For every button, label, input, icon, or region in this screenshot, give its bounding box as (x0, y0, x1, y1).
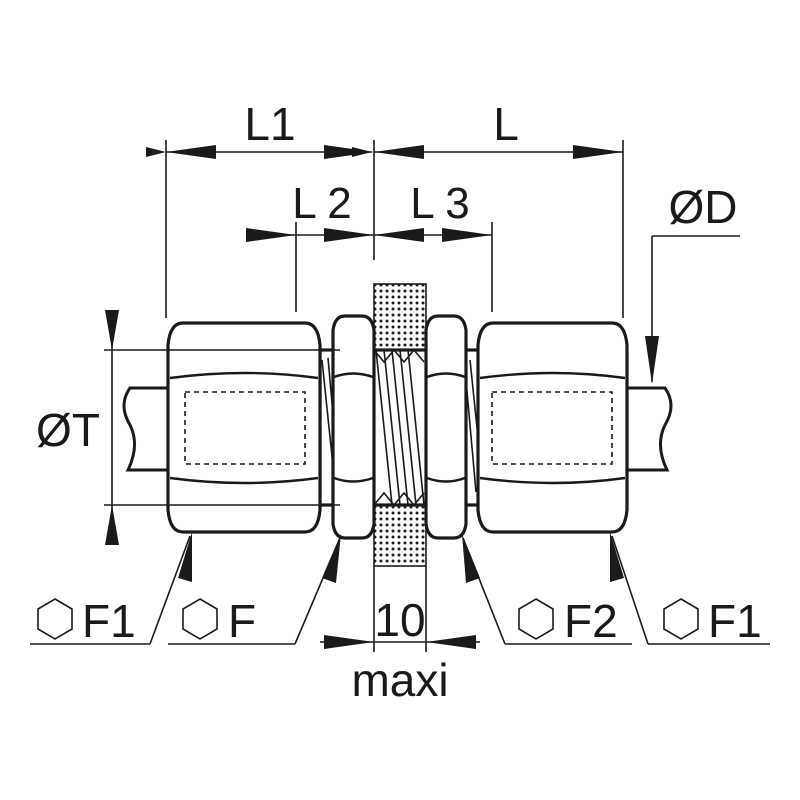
label-od: ØD (669, 181, 738, 233)
leader-lines (30, 532, 770, 645)
tube-right (625, 386, 673, 472)
hexagon-icon (37, 598, 73, 640)
dimension-l1-l (146, 140, 624, 318)
tube-left (122, 386, 170, 472)
dimension-panel (320, 566, 480, 652)
hex-callout-f1-right: F1 (663, 595, 762, 647)
label-ot: ØT (36, 404, 100, 456)
callout-label: F1 (708, 595, 762, 647)
body-hex (331, 314, 376, 540)
dimension-l2-l3 (246, 222, 493, 312)
callout-label: F1 (82, 595, 136, 647)
hexagon-icon (182, 598, 218, 640)
hex-callout-f2: F2 (518, 595, 618, 647)
locknut-hex (424, 314, 468, 540)
hexagon-icon (663, 598, 699, 640)
hex-callout-f: F (182, 595, 256, 647)
dimension-od (645, 235, 740, 384)
right-union-nut (476, 321, 629, 534)
label-l1: L1 (244, 98, 295, 150)
hex-callout-f1-left: F1 (37, 595, 136, 647)
label-panel-maxi: maxi (351, 654, 448, 706)
left-union-nut (166, 321, 322, 534)
callout-label: F2 (564, 595, 618, 647)
label-l2: L 2 (292, 179, 352, 228)
label-l3: L 3 (410, 179, 470, 228)
dimension-ot (104, 310, 340, 545)
hexagon-icon (518, 598, 554, 640)
callout-label: F (228, 595, 256, 647)
label-panel-thickness: 10 (374, 594, 425, 646)
label-l: L (493, 98, 519, 150)
